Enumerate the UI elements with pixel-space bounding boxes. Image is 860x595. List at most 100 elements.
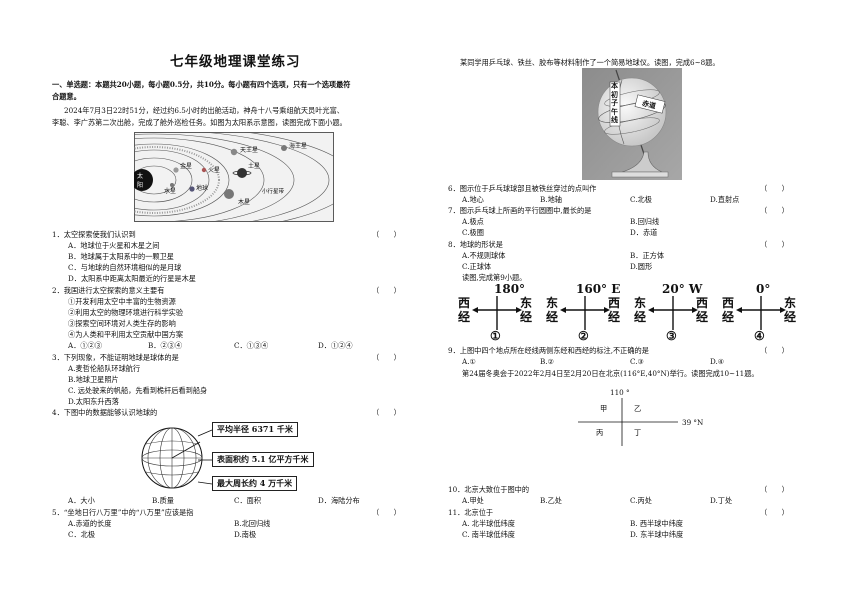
- q2-option-d[interactable]: D．①②④: [318, 341, 353, 350]
- q1-option-b[interactable]: B．地球属于太阳系中的一颗卫星: [68, 252, 174, 261]
- q9-option-a[interactable]: A.①: [462, 357, 476, 366]
- q9-option-d[interactable]: D.④: [710, 357, 725, 366]
- q4-option-b[interactable]: B.质量: [152, 496, 174, 505]
- q1-option-c[interactable]: C．与地球的自然环境相似的是月球: [68, 263, 182, 272]
- lon-1-under-left: 经: [458, 310, 471, 324]
- cell-yi: 乙: [634, 404, 642, 413]
- prime-meridian-label: 本初子午线: [611, 81, 618, 124]
- lon-4-right: 东: [784, 296, 797, 310]
- q2-answer-blank[interactable]: （ ）: [372, 286, 401, 295]
- lon-3-right: 西: [696, 296, 709, 310]
- section-heading: 一、单选题：本题共20小题，每小题0.5分，共10分。每小题有四个选项，只有一个…: [52, 80, 351, 89]
- q7-option-a[interactable]: A.极点: [462, 217, 484, 226]
- q4-option-a[interactable]: A．大小: [68, 496, 95, 505]
- q1-option-a[interactable]: A．地球位于火星和木星之间: [68, 241, 160, 250]
- q10-option-d[interactable]: D.丁处: [710, 496, 733, 505]
- solar-system-diagram: 太 阳: [0, 125, 355, 235]
- q5-option-a[interactable]: A.赤道的长度: [68, 519, 112, 528]
- lon-3-under-right: 经: [696, 310, 709, 324]
- q7-option-c[interactable]: C.极圈: [462, 228, 484, 237]
- latitude-39-label: 39 °N: [682, 418, 704, 427]
- q5-option-d[interactable]: D.南极: [234, 530, 257, 539]
- q11-stem: 11．北京位于: [448, 508, 494, 517]
- longitude-110-label: 110 °: [610, 388, 630, 397]
- q11-option-a[interactable]: A. 北半球低纬度: [462, 519, 515, 528]
- venus-label: 金星: [180, 163, 193, 170]
- q4-option-c[interactable]: C．面积: [234, 496, 262, 505]
- q10-answer-blank[interactable]: （ ）: [760, 485, 789, 494]
- lon-2-right: 西: [608, 296, 621, 310]
- lon-1-right: 东: [520, 296, 533, 310]
- lon-3-left: 东: [634, 296, 647, 310]
- q10-option-b[interactable]: B.乙处: [540, 496, 562, 505]
- latlon-grid-figure: 110 ° 39 °N 甲 乙 丙 丁: [568, 388, 748, 448]
- q2-option-a[interactable]: A．①②③: [68, 341, 102, 350]
- q8-option-b[interactable]: B．正方体: [630, 251, 665, 260]
- q8-option-d[interactable]: D.圆形: [630, 262, 653, 271]
- q9-intro: 读图,完成第9小题。: [462, 273, 527, 282]
- q10-option-c[interactable]: C.丙处: [630, 496, 652, 505]
- q5-option-c[interactable]: C．北极: [68, 530, 96, 539]
- page-title: 七年级地理课堂练习: [170, 54, 301, 70]
- q11-option-d[interactable]: D. 东半球中纬度: [630, 530, 684, 539]
- q3-option-a[interactable]: A.麦哲伦船队环球航行: [68, 364, 141, 373]
- longitude-figure: 180° 西 东 经 经 ① 160° E 东 西 经 经 ②: [458, 282, 798, 344]
- q2-item-4: ④为人类和平利用太空贡献中国方案: [68, 330, 184, 339]
- q10-option-a[interactable]: A.甲处: [462, 496, 484, 505]
- neptune-label: 海王星: [289, 143, 308, 150]
- q7-option-b[interactable]: B.回归线: [630, 217, 660, 226]
- q7-option-d[interactable]: D．赤道: [630, 228, 658, 237]
- radius-box: 平均半径 6371 千米: [212, 422, 298, 437]
- q6-option-a[interactable]: A.地心: [462, 195, 484, 204]
- q8-answer-blank[interactable]: （ ）: [760, 240, 789, 249]
- q6-option-b[interactable]: B.地轴: [540, 195, 562, 204]
- q2-item-1: ①开发利用太空中丰富的生物资源: [68, 297, 176, 306]
- q9-answer-blank[interactable]: （ ）: [760, 346, 789, 355]
- q9-option-c[interactable]: C.③: [630, 357, 644, 366]
- q9-option-b[interactable]: B.②: [540, 357, 555, 366]
- solar-system-figure: 太 阳 天王星 海王星 土星 金星 火星 水星 地球 木星 小行星带: [0, 125, 355, 235]
- q5-option-b[interactable]: B.北回归线: [234, 519, 271, 528]
- longitude-group-4: 0° 西 东 经 经 ④: [722, 282, 802, 344]
- earth-label: 地球: [196, 185, 209, 192]
- q5-answer-blank[interactable]: （ ）: [372, 508, 401, 517]
- q3-option-c[interactable]: C. 远处驶来的帆船，先看到桅杆后看到船身: [68, 386, 208, 395]
- q6-option-c[interactable]: C.北极: [630, 195, 652, 204]
- lon-2-number: ②: [578, 329, 589, 343]
- globe-sketch: [141, 427, 213, 489]
- q3-answer-blank[interactable]: （ ）: [372, 353, 401, 362]
- q6-option-d[interactable]: D.直射点: [710, 195, 740, 204]
- q2-item-2: ②利用太空的物理环境进行科学实验: [68, 308, 184, 317]
- q7-answer-blank[interactable]: （ ）: [760, 206, 789, 215]
- q3-option-b[interactable]: B.地球卫星照片: [68, 375, 119, 384]
- q6-answer-blank[interactable]: （ ）: [760, 184, 789, 193]
- q4-option-d[interactable]: D．海陆分布: [318, 496, 360, 505]
- q11-option-b[interactable]: B. 西半球中纬度: [630, 519, 683, 528]
- q1-answer-blank[interactable]: （ ）: [372, 230, 401, 239]
- q1-option-d[interactable]: D．太阳系中距离太阳最近的行星是木星: [68, 274, 196, 283]
- q4-answer-blank[interactable]: （ ）: [372, 408, 401, 417]
- intro-text: 2024年7月3日22时51分，经过约6.5小时的出舱活动，神舟十八号乘组航天员…: [64, 106, 344, 115]
- cell-jia: 甲: [600, 404, 608, 413]
- lon-4-under-right: 经: [784, 310, 797, 324]
- q8-option-c[interactable]: C.正球体: [462, 262, 492, 271]
- q2-option-c[interactable]: C．①③④: [234, 341, 269, 350]
- q3-option-d[interactable]: D.太阳东升西落: [68, 397, 119, 406]
- lon-3-under-left: 经: [634, 310, 647, 324]
- lon-1-under-right: 经: [520, 310, 533, 324]
- globe-intro: 某同学用乒乓球、铁丝、胶布等材料制作了一个简易地球仪。读图，完成6~8题。: [460, 58, 720, 67]
- lon-4-degree: 0°: [756, 282, 771, 296]
- jupiter-label: 木星: [238, 199, 251, 206]
- longitude-group-2: 160° E 东 西 经 经 ②: [546, 282, 626, 344]
- q11-option-c[interactable]: C. 南半球低纬度: [462, 530, 515, 539]
- q2-option-b[interactable]: B．②③④: [148, 341, 183, 350]
- q11-answer-blank[interactable]: （ ）: [760, 508, 789, 517]
- q4-stem: 4．下图中的数据能够认识地球的: [52, 408, 158, 417]
- intro-text-cont: 李聪、李广苏第二次出舱，完成了舱外巡检任务。如图为太阳系示意图，读图完成下面小题…: [52, 118, 347, 127]
- q8-option-a[interactable]: A.不规则球体: [462, 251, 506, 260]
- saturn-label: 土星: [248, 163, 261, 170]
- lon-3-number: ③: [666, 329, 677, 343]
- lon-4-arrows: [736, 296, 786, 330]
- lon-4-number: ④: [754, 329, 765, 343]
- q8-stem: 8．地球的形状是: [448, 240, 503, 249]
